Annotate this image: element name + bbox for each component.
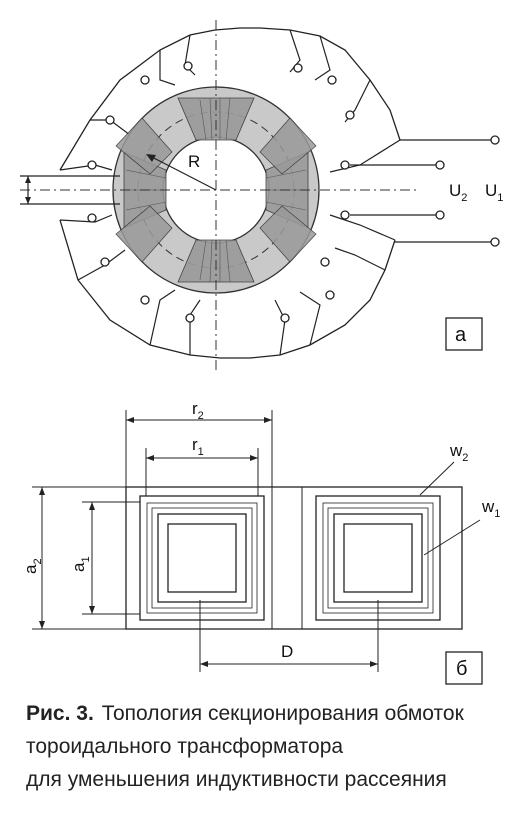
caption-line-1: Рис. 3. Топология секционирования обмоток — [26, 697, 506, 730]
a1-label: a1 — [69, 556, 92, 572]
caption-text-1: Топология секционирования обмоток — [101, 702, 464, 725]
w1-label: w1 — [481, 497, 500, 520]
winding-frame-bottom — [59, 219, 396, 359]
radius-label: R — [188, 152, 200, 171]
caption-line-2: тороидального трансформатора — [26, 735, 344, 758]
panel-a-tag: а — [455, 324, 467, 346]
panel-a-tag-box — [445, 317, 483, 351]
radius-arrow — [147, 154, 217, 191]
voltage-u2-label: U2 — [449, 181, 467, 204]
panel-b-tag-box — [445, 651, 483, 685]
winding-frame-top — [59, 27, 401, 171]
r1-label: r1 — [192, 435, 204, 458]
caption-lead: Рис. 3. — [26, 702, 94, 725]
panel-a-toroid: R U2 U1 а — [20, 20, 503, 370]
r2-label: r2 — [192, 399, 204, 422]
caption-line-3: для уменьшения индуктивности рассеяния — [26, 768, 447, 791]
panel-b-cross-section: r2 r1 a2 a1 — [21, 399, 500, 685]
w2-label: w2 — [449, 441, 468, 464]
panel-b-tag: б — [456, 658, 467, 680]
d-label: D — [281, 642, 293, 661]
figure-caption: Рис. 3. Топология секционирования обмоток… — [26, 697, 506, 796]
a2-label: a2 — [21, 558, 44, 574]
voltage-u1-label: U1 — [485, 181, 503, 204]
figure-diagram: R U2 U1 а — [20, 20, 503, 685]
